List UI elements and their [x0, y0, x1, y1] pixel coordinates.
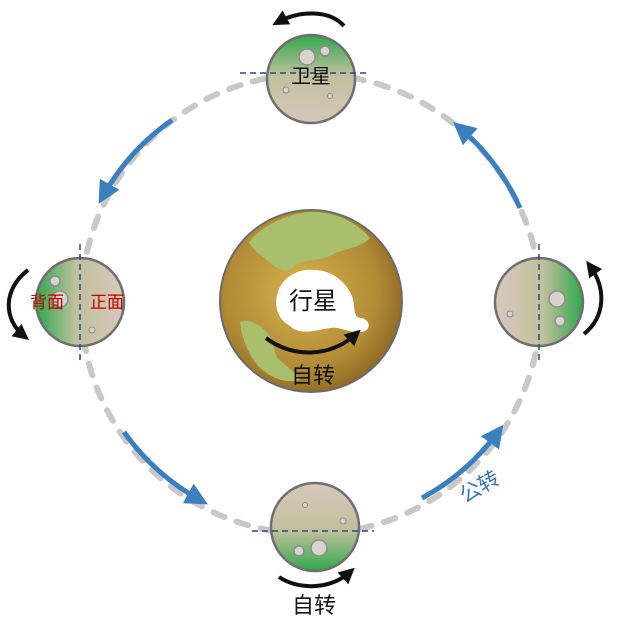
planet-rotation-label: 自转 — [291, 364, 335, 389]
revolution-arrow-top-right — [453, 122, 523, 210]
revolution-arrow-bottom-right — [420, 424, 504, 501]
planet-label: 行星 — [289, 287, 337, 315]
crater — [339, 517, 347, 525]
crater — [310, 539, 328, 557]
revolution-arrow-top-left — [98, 117, 174, 204]
front-side-label: 正面 — [90, 293, 124, 313]
crater — [506, 310, 514, 318]
crater — [49, 275, 61, 287]
bottom-rotation-label: 自转 — [292, 594, 336, 619]
satellite-label: 卫星 — [291, 64, 331, 88]
crater — [282, 86, 290, 94]
moon-top-rotation-arrow — [272, 10, 346, 28]
crater — [554, 315, 566, 327]
moon-bottom — [252, 481, 374, 589]
crater — [319, 45, 331, 57]
crater — [88, 326, 96, 334]
planet — [219, 209, 403, 393]
planet-land-left — [240, 320, 300, 382]
moon-right — [493, 244, 604, 362]
planet-land-top — [249, 211, 370, 271]
revolution-arrow-bottom-left — [121, 430, 208, 505]
planet-ice-cap — [276, 269, 369, 333]
planet-rotation-arrow — [264, 329, 361, 355]
moon-right-rotation-arrow — [582, 260, 604, 336]
crater — [327, 93, 333, 99]
moon-bottom-rotation-arrow — [277, 567, 355, 589]
crater — [298, 48, 316, 66]
moon-top — [240, 10, 368, 125]
moon-left — [6, 244, 126, 362]
crater — [51, 290, 69, 308]
moon-left-rotation-arrow — [6, 268, 30, 341]
crater — [302, 502, 308, 508]
crater — [293, 545, 305, 557]
back-side-label: 背面 — [30, 293, 64, 313]
crater — [548, 290, 566, 308]
